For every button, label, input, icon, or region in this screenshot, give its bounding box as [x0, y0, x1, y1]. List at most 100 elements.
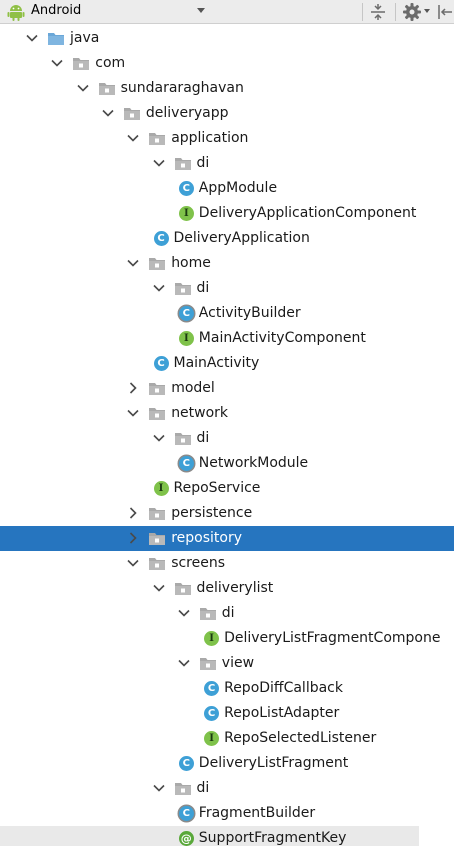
tree-row-view[interactable]: view: [0, 651, 454, 676]
tree-row-label: sundararaghavan: [120, 80, 244, 96]
package-icon: [73, 58, 90, 70]
tree-row-label: persistence: [171, 505, 253, 521]
tree-row-label: com: [95, 55, 126, 71]
expanded-chevron-icon[interactable]: [127, 407, 139, 419]
tree-row-label: di: [196, 155, 210, 171]
expanded-chevron-icon[interactable]: [26, 32, 38, 44]
tree-row-com[interactable]: com: [0, 51, 454, 76]
toolbar-separator: [395, 3, 396, 21]
expanded-chevron-icon[interactable]: [102, 107, 114, 119]
dropdown-arrow-icon[interactable]: [197, 8, 205, 13]
tree-row-di[interactable]: di: [0, 776, 454, 801]
class-icon: C: [204, 681, 220, 696]
class-icon: C: [178, 181, 194, 196]
package-icon: [149, 258, 166, 270]
tree-row-appmodule[interactable]: C AppModule: [0, 176, 454, 201]
tree-row-screens[interactable]: screens: [0, 551, 454, 576]
expanded-chevron-icon[interactable]: [152, 582, 165, 594]
tree-row-di[interactable]: di: [0, 151, 454, 176]
class-icon: C: [178, 806, 194, 821]
tree-row-label: MainActivityComponent: [198, 330, 366, 346]
package-icon: [199, 658, 216, 670]
annotation-icon: @: [178, 831, 194, 846]
tree-row-label: RepoSelectedListener: [224, 730, 377, 746]
gear-icon[interactable]: [402, 2, 422, 22]
tree-row-model[interactable]: model: [0, 376, 454, 401]
tree-row-home[interactable]: home: [0, 251, 454, 276]
expanded-chevron-icon[interactable]: [178, 607, 190, 619]
package-icon: [123, 108, 140, 120]
package-icon: [149, 383, 166, 395]
tree-row-sundararaghavan[interactable]: sundararaghavan: [0, 76, 454, 101]
tree-row-label: SupportFragmentKey: [198, 830, 347, 846]
package-icon: [174, 283, 191, 295]
tree-row-di[interactable]: di: [0, 276, 454, 301]
tree-row-application[interactable]: application: [0, 126, 454, 151]
gear-dropdown-arrow-icon[interactable]: [424, 9, 430, 13]
project-view-selector[interactable]: Android: [31, 3, 82, 18]
tree-row-di[interactable]: di: [0, 426, 454, 451]
expanded-chevron-icon[interactable]: [127, 557, 139, 569]
expanded-chevron-icon[interactable]: [152, 282, 165, 294]
class-icon: C: [178, 756, 194, 771]
package-icon: [149, 558, 166, 570]
expanded-chevron-icon[interactable]: [152, 432, 165, 444]
expanded-chevron-icon[interactable]: [152, 782, 165, 794]
tree-row-persistence[interactable]: persistence: [0, 501, 454, 526]
tree-row-java[interactable]: java: [0, 26, 454, 51]
expanded-chevron-icon[interactable]: [127, 132, 139, 144]
package-icon: [149, 408, 166, 420]
collapsed-chevron-icon[interactable]: [127, 532, 139, 544]
package-icon: [174, 783, 191, 795]
tree-row-deliveryapplication[interactable]: C DeliveryApplication: [0, 226, 454, 251]
package-icon: [174, 158, 191, 170]
tree-row-network[interactable]: network: [0, 401, 454, 426]
collapsed-chevron-icon[interactable]: [127, 382, 139, 394]
tree-row-repository[interactable]: repository: [0, 526, 454, 551]
tree-row-label: DeliveryApplication: [173, 230, 310, 246]
toolbar-separator: [362, 3, 363, 21]
tree-row-label: model: [171, 380, 215, 396]
interface-icon: I: [178, 331, 194, 346]
package-icon: [174, 583, 191, 595]
tree-row-label: home: [171, 255, 211, 271]
interface-icon: I: [204, 731, 220, 746]
expanded-chevron-icon[interactable]: [178, 657, 190, 669]
tree-row-deliveryapp[interactable]: deliveryapp: [0, 101, 454, 126]
tree-row-supportfragmentkey[interactable]: @ SupportFragmentKey: [0, 826, 419, 846]
hide-panel-icon[interactable]: [436, 3, 454, 21]
tree-row-label: application: [171, 130, 249, 146]
tree-row-reposelectedlistener[interactable]: I RepoSelectedListener: [0, 726, 454, 751]
expanded-chevron-icon[interactable]: [152, 157, 165, 169]
package-icon: [149, 508, 166, 520]
expanded-chevron-icon[interactable]: [127, 257, 139, 269]
collapsed-chevron-icon[interactable]: [127, 507, 139, 519]
tree-row-label: MainActivity: [173, 355, 260, 371]
expanded-chevron-icon[interactable]: [77, 82, 89, 94]
tree-row-label: view: [221, 655, 255, 671]
class-icon: C: [153, 231, 169, 246]
class-icon: C: [178, 456, 194, 471]
package-icon: [98, 83, 115, 95]
tree-row-label: RepoListAdapter: [224, 705, 340, 721]
tree-row-label: AppModule: [198, 180, 278, 196]
tree-row-di[interactable]: di: [0, 601, 454, 626]
tree-row-label: di: [196, 430, 210, 446]
tree-row-label: ActivityBuilder: [198, 305, 301, 321]
expanded-chevron-icon[interactable]: [51, 57, 63, 69]
tree-row-label: screens: [171, 555, 226, 571]
tree-row-deliverylist[interactable]: deliverylist: [0, 576, 454, 601]
project-toolbar: Android: [0, 0, 454, 24]
tree-row-mainactivitycomponent[interactable]: I MainActivityComponent: [0, 326, 454, 351]
collapse-all-icon[interactable]: [369, 3, 387, 21]
